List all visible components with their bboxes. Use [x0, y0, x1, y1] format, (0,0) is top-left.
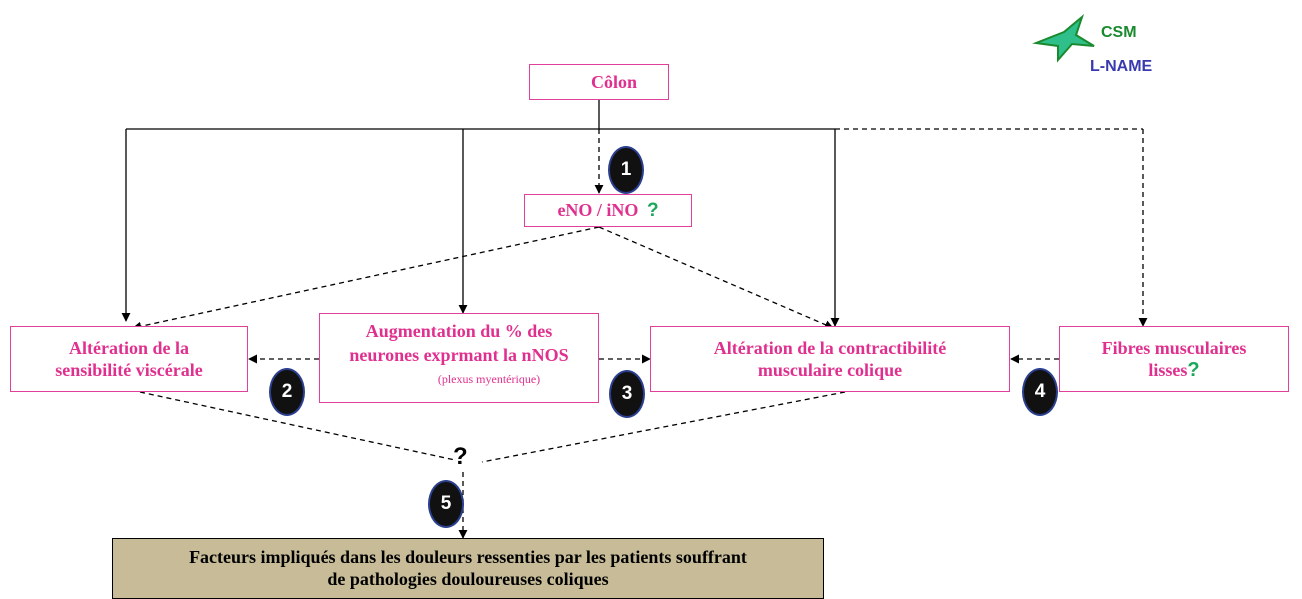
- smooth-muscle-fibres-box: Fibres musculaires lisses?: [1059, 326, 1289, 392]
- contractility-box: Altération de la contractibilité muscula…: [650, 326, 1010, 392]
- legend-csm: CSM: [1101, 24, 1137, 41]
- neurons-sub: (plexus myentérique): [437, 372, 541, 386]
- eno-question-mark: ?: [646, 200, 659, 221]
- eno-ino-label: eNO / iNO: [557, 200, 639, 220]
- factors-box: Facteurs impliqués dans les douleurs res…: [112, 538, 824, 599]
- step-badge-1: 1: [608, 146, 644, 194]
- fibres-line2: lisses: [1148, 360, 1188, 380]
- legend-lname: L-NAME: [1090, 58, 1153, 75]
- step-badge-2: 2: [269, 368, 305, 416]
- contract-line2: musculaire colique: [757, 360, 903, 380]
- step-badge-4: 4: [1022, 368, 1058, 416]
- visceral-sensitivity-box: Altération de la sensibilité viscérale: [10, 326, 248, 392]
- nnos-neurons-box: Augmentation du % des neurones exprmant …: [319, 313, 599, 403]
- colon-label: Côlon: [590, 72, 637, 92]
- eno-ino-box: eNO / iNO ?: [524, 194, 692, 227]
- dashed-connectors: [132, 128, 1148, 539]
- fibres-line1: Fibres musculaires: [1101, 338, 1247, 358]
- fibres-question-mark: ?: [1187, 359, 1200, 381]
- factors-line2: de pathologies douloureuses coliques: [327, 569, 609, 589]
- junction-question-mark: ?: [453, 443, 468, 470]
- step-badge-5: 5: [428, 480, 464, 528]
- contract-line1: Altération de la contractibilité: [713, 338, 947, 358]
- colon-connectors: [121, 100, 840, 327]
- step-badge-3: 3: [609, 370, 645, 418]
- csm-star-icon: [1032, 13, 1095, 63]
- visceral-line2: sensibilité viscérale: [55, 360, 203, 380]
- neurons-line2: neurones exprmant la nNOS: [349, 345, 569, 365]
- factors-line1: Facteurs impliqués dans les douleurs res…: [189, 547, 747, 567]
- neurons-line1: Augmentation du % des: [365, 321, 553, 341]
- visceral-line1: Altération de la: [69, 338, 189, 358]
- colon-box: Côlon: [529, 64, 669, 100]
